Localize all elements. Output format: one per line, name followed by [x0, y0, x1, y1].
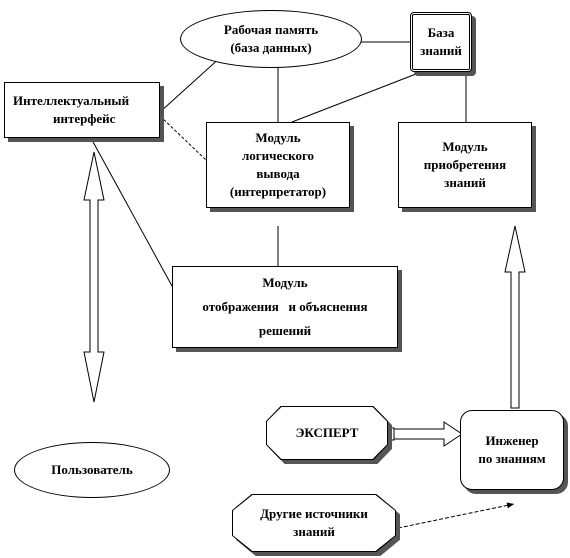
- knowledge-engineer-line1: Инженер: [485, 433, 539, 448]
- inference-module-line3: вывода: [256, 166, 300, 181]
- inference-module-line2: логического: [241, 148, 315, 163]
- acquisition-module-line3: знаний: [444, 175, 486, 190]
- user-node: Пользователь: [14, 442, 170, 498]
- link-interface-explanation: [91, 139, 173, 287]
- explanation-module-line2: отображения и объяснения: [202, 299, 368, 314]
- acquisition-module-node: Модуль приобретения знаний: [398, 122, 532, 208]
- inference-module-node: Модуль логического вывода (интерпретатор…: [206, 122, 350, 208]
- acquisition-module-line2: приобретения: [423, 157, 507, 172]
- link-sources-engineer: [397, 502, 515, 529]
- intelligent-interface-line1: Интеллектуальный: [13, 93, 130, 108]
- working-memory-line1: Рабочая память: [223, 22, 319, 37]
- intelligent-interface-line2: интерфейс: [53, 111, 116, 126]
- explanation-module-node: Модуль отображения и объяснения решений: [172, 266, 398, 348]
- user-label: Пользователь: [51, 462, 133, 477]
- knowledge-engineer-node: Инженер по знаниям: [460, 410, 564, 490]
- link-kb-inference: [291, 73, 417, 123]
- explanation-module-line3: решений: [258, 323, 312, 338]
- expert-octagon-body: ЭКСПЕРТ: [267, 407, 387, 459]
- expert-connector: [388, 427, 395, 441]
- explanation-module-line1: Модуль: [262, 275, 308, 290]
- expert-octagon-border: ЭКСПЕРТ: [266, 406, 388, 460]
- link-memory-interface: [159, 55, 223, 113]
- knowledge-engineer-line2: по знаниям: [478, 451, 546, 466]
- expert-node: ЭКСПЕРТ: [266, 406, 388, 460]
- link-interface-inference: [159, 115, 207, 161]
- acquisition-module-line1: Модуль: [442, 139, 488, 154]
- knowledge-base-line1: База: [427, 25, 455, 40]
- other-sources-line2: знаний: [293, 524, 335, 539]
- inference-module-line4: (интерпретатор): [229, 184, 327, 199]
- knowledge-base-node: База знаний: [410, 12, 472, 72]
- working-memory-line2: (база данных): [230, 40, 312, 55]
- other-sources-node: Другие источники знаний: [232, 494, 396, 552]
- block-arrow-engineer-acquisition: [504, 225, 526, 409]
- expert-label: ЭКСПЕРТ: [295, 425, 359, 440]
- knowledge-base-line2: знаний: [420, 43, 462, 58]
- other-sources-octagon-border: Другие источники знаний: [232, 494, 396, 552]
- other-sources-octagon-body: Другие источники знаний: [233, 495, 395, 551]
- block-arrow-interface-user: [83, 151, 105, 403]
- intelligent-interface-node: Интеллектуальный интерфейс: [4, 82, 160, 138]
- inference-module-line1: Модуль: [255, 130, 301, 145]
- other-sources-line1: Другие источники: [260, 506, 368, 521]
- block-arrow-expert-engineer: [393, 421, 463, 447]
- working-memory-node: Рабочая память (база данных): [180, 10, 362, 68]
